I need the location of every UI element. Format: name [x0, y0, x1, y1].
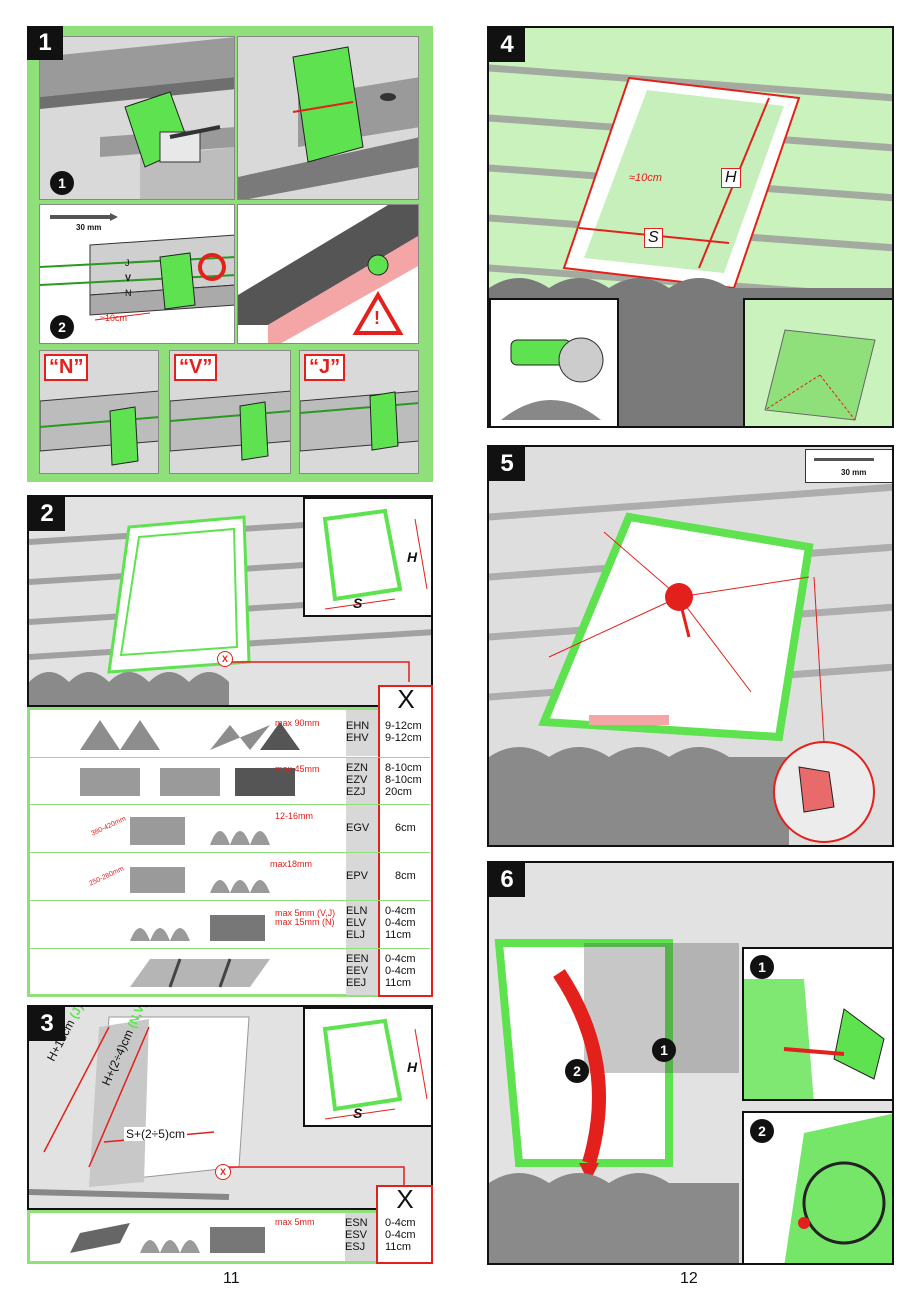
step1-scene-warning: ! — [237, 204, 419, 344]
tile-note: max 5mm — [275, 1217, 315, 1227]
spacing-label: ≈10cm — [100, 313, 127, 323]
tile-row: 12-16mm 380-420mm EGV 6cm — [30, 804, 430, 852]
h-label: H — [407, 549, 418, 565]
s25-dimension: S+(2÷5)cm — [124, 1127, 187, 1141]
page-number-left: 11 — [223, 1270, 240, 1287]
bracket-mark-illustration — [40, 37, 234, 199]
variant-v-label: “V” — [174, 354, 218, 381]
step-number: 3 — [29, 1007, 65, 1041]
x-values: 8cm — [395, 870, 416, 882]
grinder-inset — [489, 298, 619, 426]
tile-row: max 45mm EZN EZV EZJ 8-10cm 8-10cm 20cm — [30, 757, 430, 804]
step4-panel: 4 ≈10cm H S — [487, 26, 894, 428]
s-label: S — [353, 1105, 363, 1121]
step1-scene-battens: 30 mm ≈10cm J V N 2 — [39, 204, 235, 344]
tile-note: max18mm — [270, 859, 313, 869]
x-values: 0-4cm 0-4cm 11cm — [385, 905, 416, 941]
step3-panel: 3 H+13cm (J) H+(2÷4)cm (N,V) S+(2÷5)cm X… — [27, 1005, 433, 1210]
tile-note: max 90mm — [275, 718, 320, 728]
screw-length-label: 30 mm — [841, 468, 867, 477]
step1-scene-bracket-mounted — [237, 36, 419, 200]
frame-dimensions-drawing — [322, 1018, 428, 1120]
model-codes: EEN EEV EEJ — [346, 949, 378, 995]
variant-j-scene: “J” — [299, 350, 419, 474]
x-values: 6cm — [395, 822, 416, 834]
course-letter-n: N — [125, 288, 132, 298]
step1-scene-bracket-mark: 1 — [39, 36, 235, 200]
step5-panel: 5 30 mm — [487, 445, 894, 847]
h-label: H — [721, 168, 741, 188]
s-label: S — [644, 228, 663, 248]
tile-note: 12-16mm — [275, 811, 314, 821]
warning-icon: ! — [374, 308, 380, 328]
model-codes: EHN EHV — [346, 710, 378, 756]
hinge-detail-2: 2 — [742, 1111, 892, 1263]
hinge-detail-drawing — [744, 979, 885, 1099]
screw-icon — [814, 458, 874, 461]
step6-panel: 6 2 1 1 2 — [487, 861, 894, 1265]
variant-n-label: “N” — [44, 354, 89, 381]
frame-dimensions-drawing — [322, 508, 428, 610]
model-codes: EPV — [346, 853, 378, 900]
step1-panel: 1 1 — [27, 26, 433, 482]
tile-row: max 5mm (V,J) max 15mm (N) ELN ELV ELJ 0… — [30, 900, 430, 948]
model-codes: EGV — [346, 805, 378, 852]
x-marker: X — [215, 1164, 231, 1180]
step-number: 4 — [489, 28, 525, 62]
sash-step-2-badge: 2 — [565, 1059, 589, 1083]
screw-spec-box: 30 mm — [805, 449, 892, 483]
hinge-detail-drawing — [784, 1113, 892, 1263]
variant-v-scene: “V” — [169, 350, 291, 474]
model-codes: ESN ESV ESJ — [345, 1213, 376, 1261]
gap-label: ≈10cm — [629, 172, 662, 184]
x-column-header: X — [397, 684, 415, 714]
x-values: 0-4cm 0-4cm 11cm — [385, 1217, 416, 1253]
variant-n-scene: “N” — [39, 350, 159, 474]
membrane-cut-drawing — [764, 329, 876, 421]
model-codes: EZN EZV EZJ — [346, 758, 378, 804]
step-number: 6 — [489, 863, 525, 897]
detail-2-badge: 2 — [750, 1119, 774, 1143]
step6-sash-illustration — [489, 939, 739, 1263]
model-codes: ELN ELV ELJ — [346, 901, 378, 948]
step2-panel: 2 X S H — [27, 495, 433, 707]
tile-note: max 5mm (V,J) max 15mm (N) — [275, 908, 336, 927]
battens-illustration — [40, 213, 234, 321]
detail-1-badge: 1 — [750, 955, 774, 979]
course-letter-v: V — [125, 273, 132, 283]
course-letter-j: J — [125, 258, 130, 268]
x-values: 8-10cm 8-10cm 20cm — [385, 762, 422, 798]
warning-illustration — [238, 205, 418, 343]
sash-step-1-badge: 1 — [652, 1038, 676, 1062]
x-values: 0-4cm 0-4cm 11cm — [385, 953, 416, 989]
page-number-right: 12 — [680, 1270, 698, 1287]
step3-tile-table: X max 5mm ESN ESV ESJ 0-4cm 0-4cm 11cm — [27, 1184, 433, 1264]
hinge-detail-1: 1 — [742, 947, 892, 1101]
tile-row: max18mm 250-280mm EPV 8cm — [30, 852, 430, 900]
x-marker: X — [217, 651, 233, 667]
variant-j-label: “J” — [304, 354, 346, 381]
h-label: H — [407, 1059, 418, 1075]
step-number: 1 — [27, 26, 63, 60]
x-column — [378, 685, 433, 997]
substep-badge-2: 2 — [50, 315, 74, 339]
step-number: 2 — [29, 497, 65, 531]
tile-note: max 45mm — [275, 764, 320, 774]
substep-badge-1: 1 — [50, 171, 74, 195]
x-values: 9-12cm 9-12cm — [385, 720, 422, 744]
step5-frame-install-illustration — [489, 483, 892, 845]
step2-tile-table: X max 90mm EHN EHV 9-12cm 9-12cm max 45m… — [27, 684, 433, 997]
tile-row: max 90mm EHN EHV 9-12cm 9-12cm — [30, 710, 430, 757]
x-column-header: X — [396, 1184, 414, 1214]
tile-row: EEN EEV EEJ 0-4cm 0-4cm 11cm — [30, 948, 430, 995]
angle-grinder-icon — [501, 337, 604, 420]
membrane-cut-inset — [743, 298, 892, 426]
s-label: S — [353, 595, 363, 611]
frame-dimensions-inset: S H — [303, 497, 431, 617]
screw-length-label: 30 mm — [76, 223, 102, 232]
x-column — [376, 1185, 433, 1264]
bracket-mounted-illustration — [238, 46, 418, 199]
step-number: 5 — [489, 447, 525, 481]
frame-dimensions-inset: S H — [303, 1007, 431, 1127]
